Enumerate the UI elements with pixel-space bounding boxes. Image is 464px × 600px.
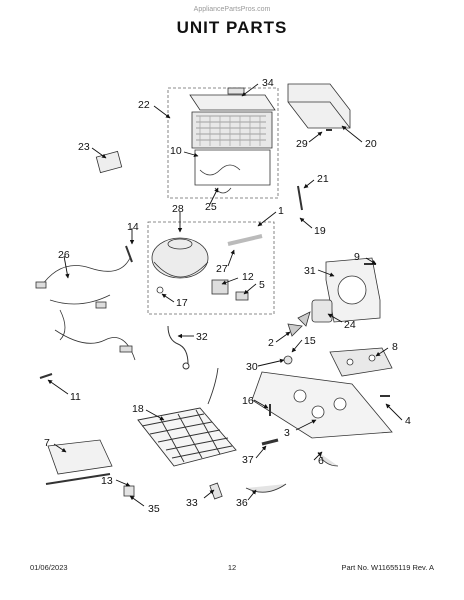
condenser-drawing	[167, 87, 279, 199]
callout-label: 14	[127, 221, 139, 233]
footer-part-number: Part No. W11655119 Rev. A	[341, 563, 434, 572]
callout-label: 3	[284, 427, 290, 439]
evaporator-drawing	[137, 367, 237, 467]
control-module-drawing	[329, 347, 393, 377]
drain-tube-drawing	[167, 325, 190, 370]
page-title: UNIT PARTS	[176, 18, 288, 37]
callout-label: 35	[148, 503, 160, 515]
callout-label: 36	[236, 497, 248, 509]
watermark: AppliancePartsPros.com	[193, 6, 271, 13]
footer-page-number: 12	[227, 563, 237, 572]
callout-label: 7	[44, 437, 50, 449]
callout-label: 23	[78, 141, 90, 153]
callout-label: 33	[186, 497, 198, 509]
leader-lines	[47, 83, 403, 507]
callout-label: 20	[365, 138, 377, 150]
callout-label: 16	[242, 395, 254, 407]
callout-label: 25	[205, 201, 217, 213]
fan-shroud-drawing	[325, 257, 381, 323]
callout-label: 21	[317, 173, 329, 185]
callout-label: 6	[318, 455, 324, 467]
callout-label: 28	[172, 203, 184, 215]
callout-label: 32	[196, 331, 208, 343]
callout-label: 31	[304, 265, 316, 277]
callout-label: 9	[354, 251, 360, 263]
callout-label: 11	[70, 391, 81, 403]
callout-labels: 34 22 29 20 23 10 21 25 19 28 1 14 26 9 …	[44, 77, 411, 515]
callout-label: 26	[58, 249, 70, 261]
callout-label: 37	[242, 454, 254, 466]
bracket-drawing	[95, 150, 123, 174]
callout-label: 1	[278, 205, 284, 217]
callout-label: 29	[296, 138, 308, 150]
callout-label: 15	[304, 335, 316, 347]
callout-label: 17	[176, 297, 188, 309]
base-plate-drawing	[251, 371, 393, 439]
callout-label: 13	[101, 475, 113, 487]
wire-harness-drawing	[35, 257, 136, 361]
callout-label: 19	[314, 225, 326, 237]
callout-label: 30	[246, 361, 258, 373]
callout-label: 2	[268, 337, 274, 349]
callout-label: 34	[262, 77, 274, 89]
callout-label: 10	[170, 145, 182, 157]
callout-label: 22	[138, 99, 150, 111]
callout-label: 5	[259, 279, 265, 291]
callout-label: 8	[392, 341, 398, 353]
callout-label: 27	[216, 263, 228, 275]
callout-label: 24	[344, 319, 356, 331]
compressor-drawing	[147, 221, 275, 315]
footer-date: 01/06/2023	[30, 563, 68, 572]
fan-motor-drawing	[287, 299, 333, 337]
callout-label: 12	[242, 271, 254, 283]
duct-drawing	[287, 83, 351, 129]
callout-label: 18	[132, 403, 144, 415]
callout-label: 4	[405, 415, 411, 427]
